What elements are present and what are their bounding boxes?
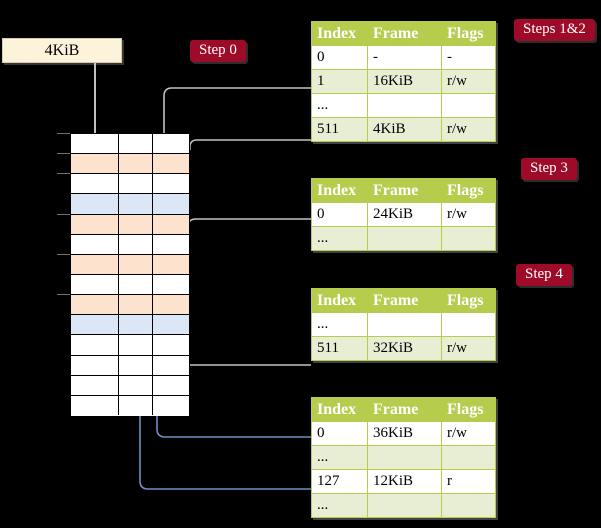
memory-frame-tick — [57, 213, 70, 215]
cell-flags — [441, 445, 496, 470]
cell-index: ... — [311, 312, 368, 337]
column-header-index: Index — [311, 288, 368, 313]
cell-flags: - — [441, 45, 496, 70]
cell-frame — [367, 493, 442, 518]
memory-frame-row — [71, 174, 189, 195]
table-row: ... — [311, 93, 496, 118]
memory-frame-row — [71, 214, 189, 235]
cell-frame: 24KiB — [367, 202, 442, 227]
table-row: 0-- — [311, 45, 496, 70]
cell-flags — [441, 93, 496, 118]
memory-frame-row — [71, 274, 189, 296]
cell-flags — [441, 226, 496, 251]
cell-index: ... — [311, 226, 368, 251]
memory-frame-row — [71, 395, 189, 416]
memory-frame-tick — [57, 133, 70, 134]
cell-flags: r/w — [441, 202, 496, 227]
column-header-flags: Flags — [441, 178, 496, 203]
cell-index: 0 — [311, 45, 368, 70]
memory-frame-row — [71, 315, 189, 336]
cell-frame: - — [367, 45, 442, 70]
memory-frame-row — [71, 335, 189, 356]
cell-frame — [367, 445, 442, 470]
cell-index: 0 — [311, 421, 368, 446]
cell-flags — [441, 312, 496, 337]
badge-step-3: Step 3 — [521, 158, 577, 180]
cell-index: 511 — [311, 336, 368, 361]
cell-index: 511 — [311, 117, 368, 142]
memory-frame-row — [71, 194, 189, 215]
cell-frame — [367, 312, 442, 337]
cell-flags: r/w — [441, 117, 496, 142]
column-header-flags: Flags — [441, 21, 496, 46]
memory-column-divider — [118, 133, 119, 415]
cell-frame — [367, 226, 442, 251]
cell-flags — [441, 493, 496, 518]
cell-flags: r/w — [441, 69, 496, 94]
cell-index: 0 — [311, 202, 368, 227]
cell-frame: 32KiB — [367, 336, 442, 361]
column-header-index: Index — [311, 397, 368, 422]
source-frame-box: 4KiB — [2, 38, 122, 63]
cell-frame: 12KiB — [367, 469, 442, 494]
memory-frame-row — [71, 295, 189, 316]
column-header-frame: Frame — [367, 21, 442, 46]
memory-frame-tick — [57, 294, 70, 296]
source-frame-label: 4KiB — [44, 42, 80, 59]
cell-flags: r/w — [441, 421, 496, 446]
table-row: ... — [311, 226, 496, 251]
physical-memory-column — [70, 133, 190, 416]
column-header-frame: Frame — [367, 288, 442, 313]
column-header-flags: Flags — [441, 288, 496, 313]
memory-frame-row — [71, 154, 189, 175]
memory-frame-row — [71, 254, 189, 275]
memory-frame-tick — [57, 253, 70, 255]
cell-frame — [367, 93, 442, 118]
column-header-flags: Flags — [441, 397, 496, 422]
table-row: ... — [311, 493, 496, 518]
memory-column-divider — [152, 133, 153, 415]
cell-frame: 4KiB — [367, 117, 442, 142]
table-row: ... — [311, 312, 496, 337]
cell-index: ... — [311, 493, 368, 518]
cell-frame: 16KiB — [367, 69, 442, 94]
cell-index: 127 — [311, 469, 368, 494]
memory-frame-tick — [57, 153, 70, 155]
column-header-index: Index — [311, 21, 368, 46]
cell-frame: 36KiB — [367, 421, 442, 446]
cell-index: ... — [311, 93, 368, 118]
cell-flags: r/w — [441, 336, 496, 361]
badge-steps-1-2: Steps 1&2 — [514, 19, 595, 41]
table-row: ... — [311, 445, 496, 470]
cell-index: ... — [311, 445, 368, 470]
memory-frame-tick — [57, 173, 70, 175]
memory-frame-row — [71, 134, 189, 155]
column-header-frame: Frame — [367, 397, 442, 422]
cell-index: 1 — [311, 69, 368, 94]
memory-frame-row — [71, 355, 189, 376]
memory-frame-row — [71, 375, 189, 396]
badge-step-4: Step 4 — [516, 264, 572, 286]
badge-step-0: Step 0 — [190, 40, 246, 62]
memory-frame-row — [71, 234, 189, 255]
column-header-index: Index — [311, 178, 368, 203]
column-header-frame: Frame — [367, 178, 442, 203]
cell-flags: r — [441, 469, 496, 494]
